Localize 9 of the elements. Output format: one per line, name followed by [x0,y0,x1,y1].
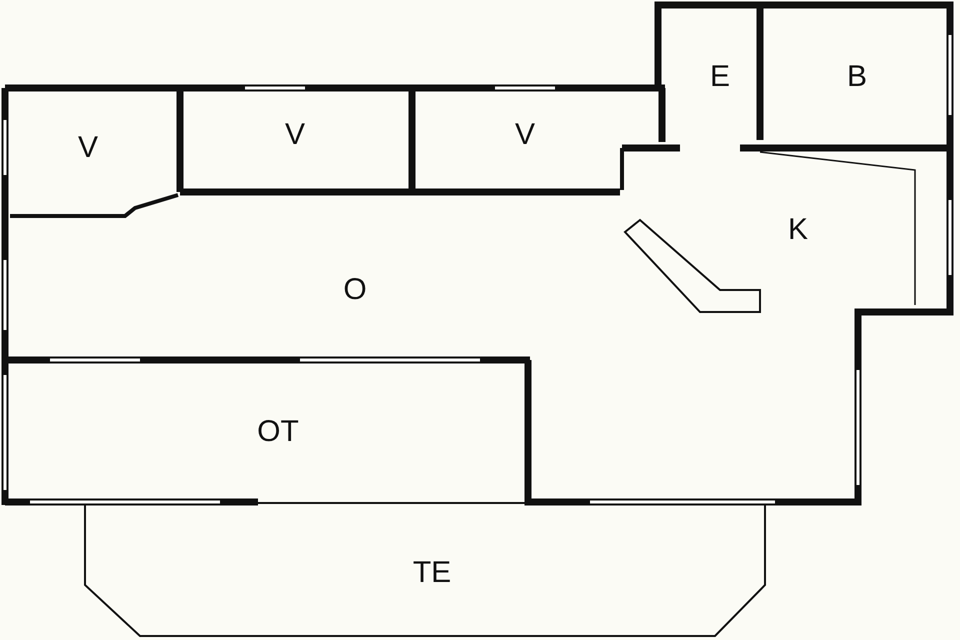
room-label: K [788,215,808,245]
room-label: E [710,62,730,92]
room-label: V [515,120,535,150]
room-label: OT [257,417,299,447]
room-label: B [847,62,867,92]
room-label: O [343,275,367,305]
room-label: V [285,120,305,150]
room-label: V [78,133,98,163]
room-label: TE [412,558,452,588]
